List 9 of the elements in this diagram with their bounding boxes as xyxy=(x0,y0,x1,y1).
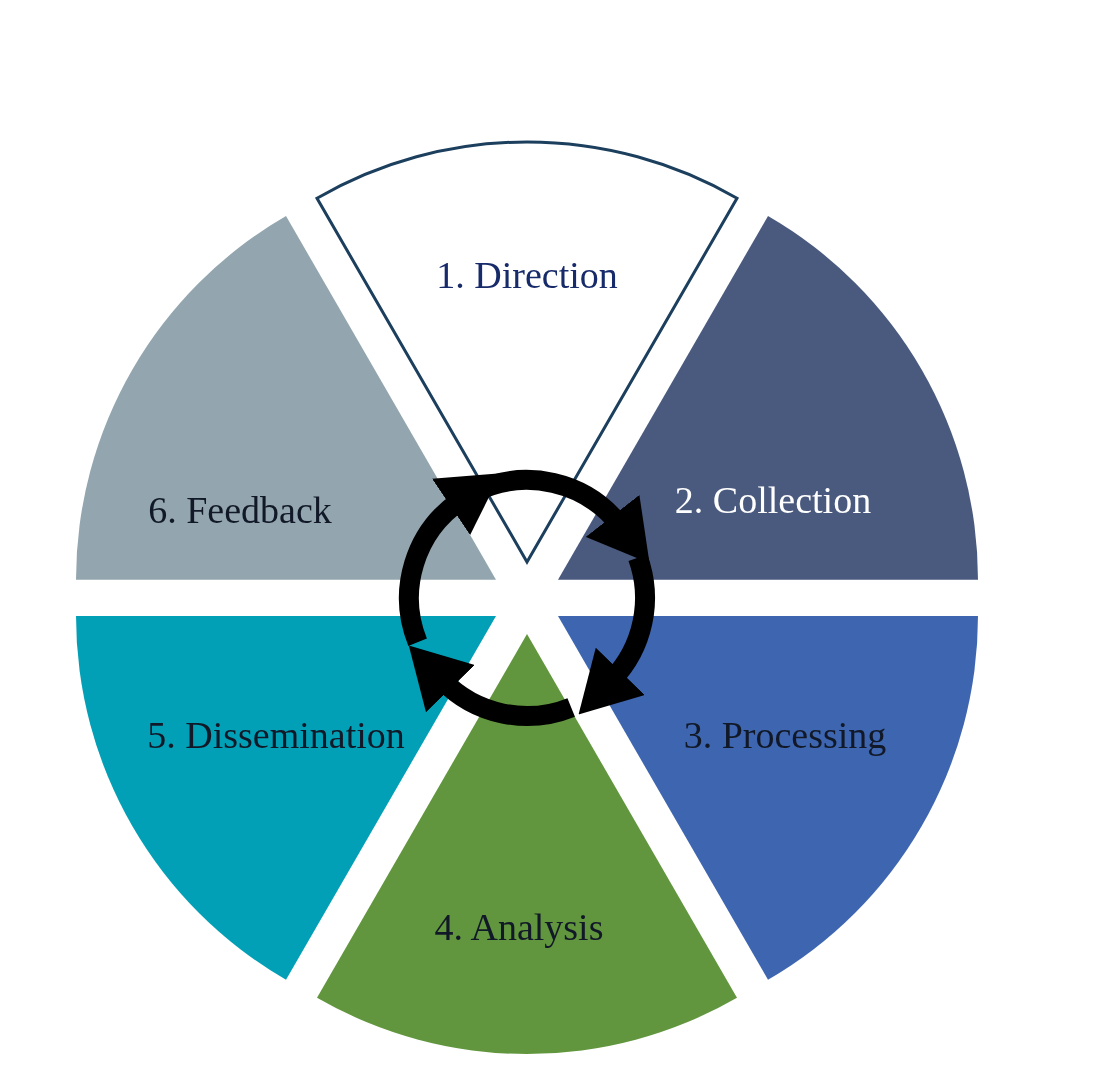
curved-arrow xyxy=(580,554,655,717)
sector-label: 5. Dissemination xyxy=(147,713,405,757)
curved-arrow xyxy=(406,647,575,726)
sector-label: 4. Analysis xyxy=(434,905,604,949)
sector-label: 2. Collection xyxy=(674,478,872,522)
sector-label: 1. Direction xyxy=(436,253,618,297)
sector-label: 3. Processing xyxy=(683,713,887,757)
sector-label: 6. Feedback xyxy=(148,488,332,532)
curved-arrow xyxy=(399,470,500,646)
